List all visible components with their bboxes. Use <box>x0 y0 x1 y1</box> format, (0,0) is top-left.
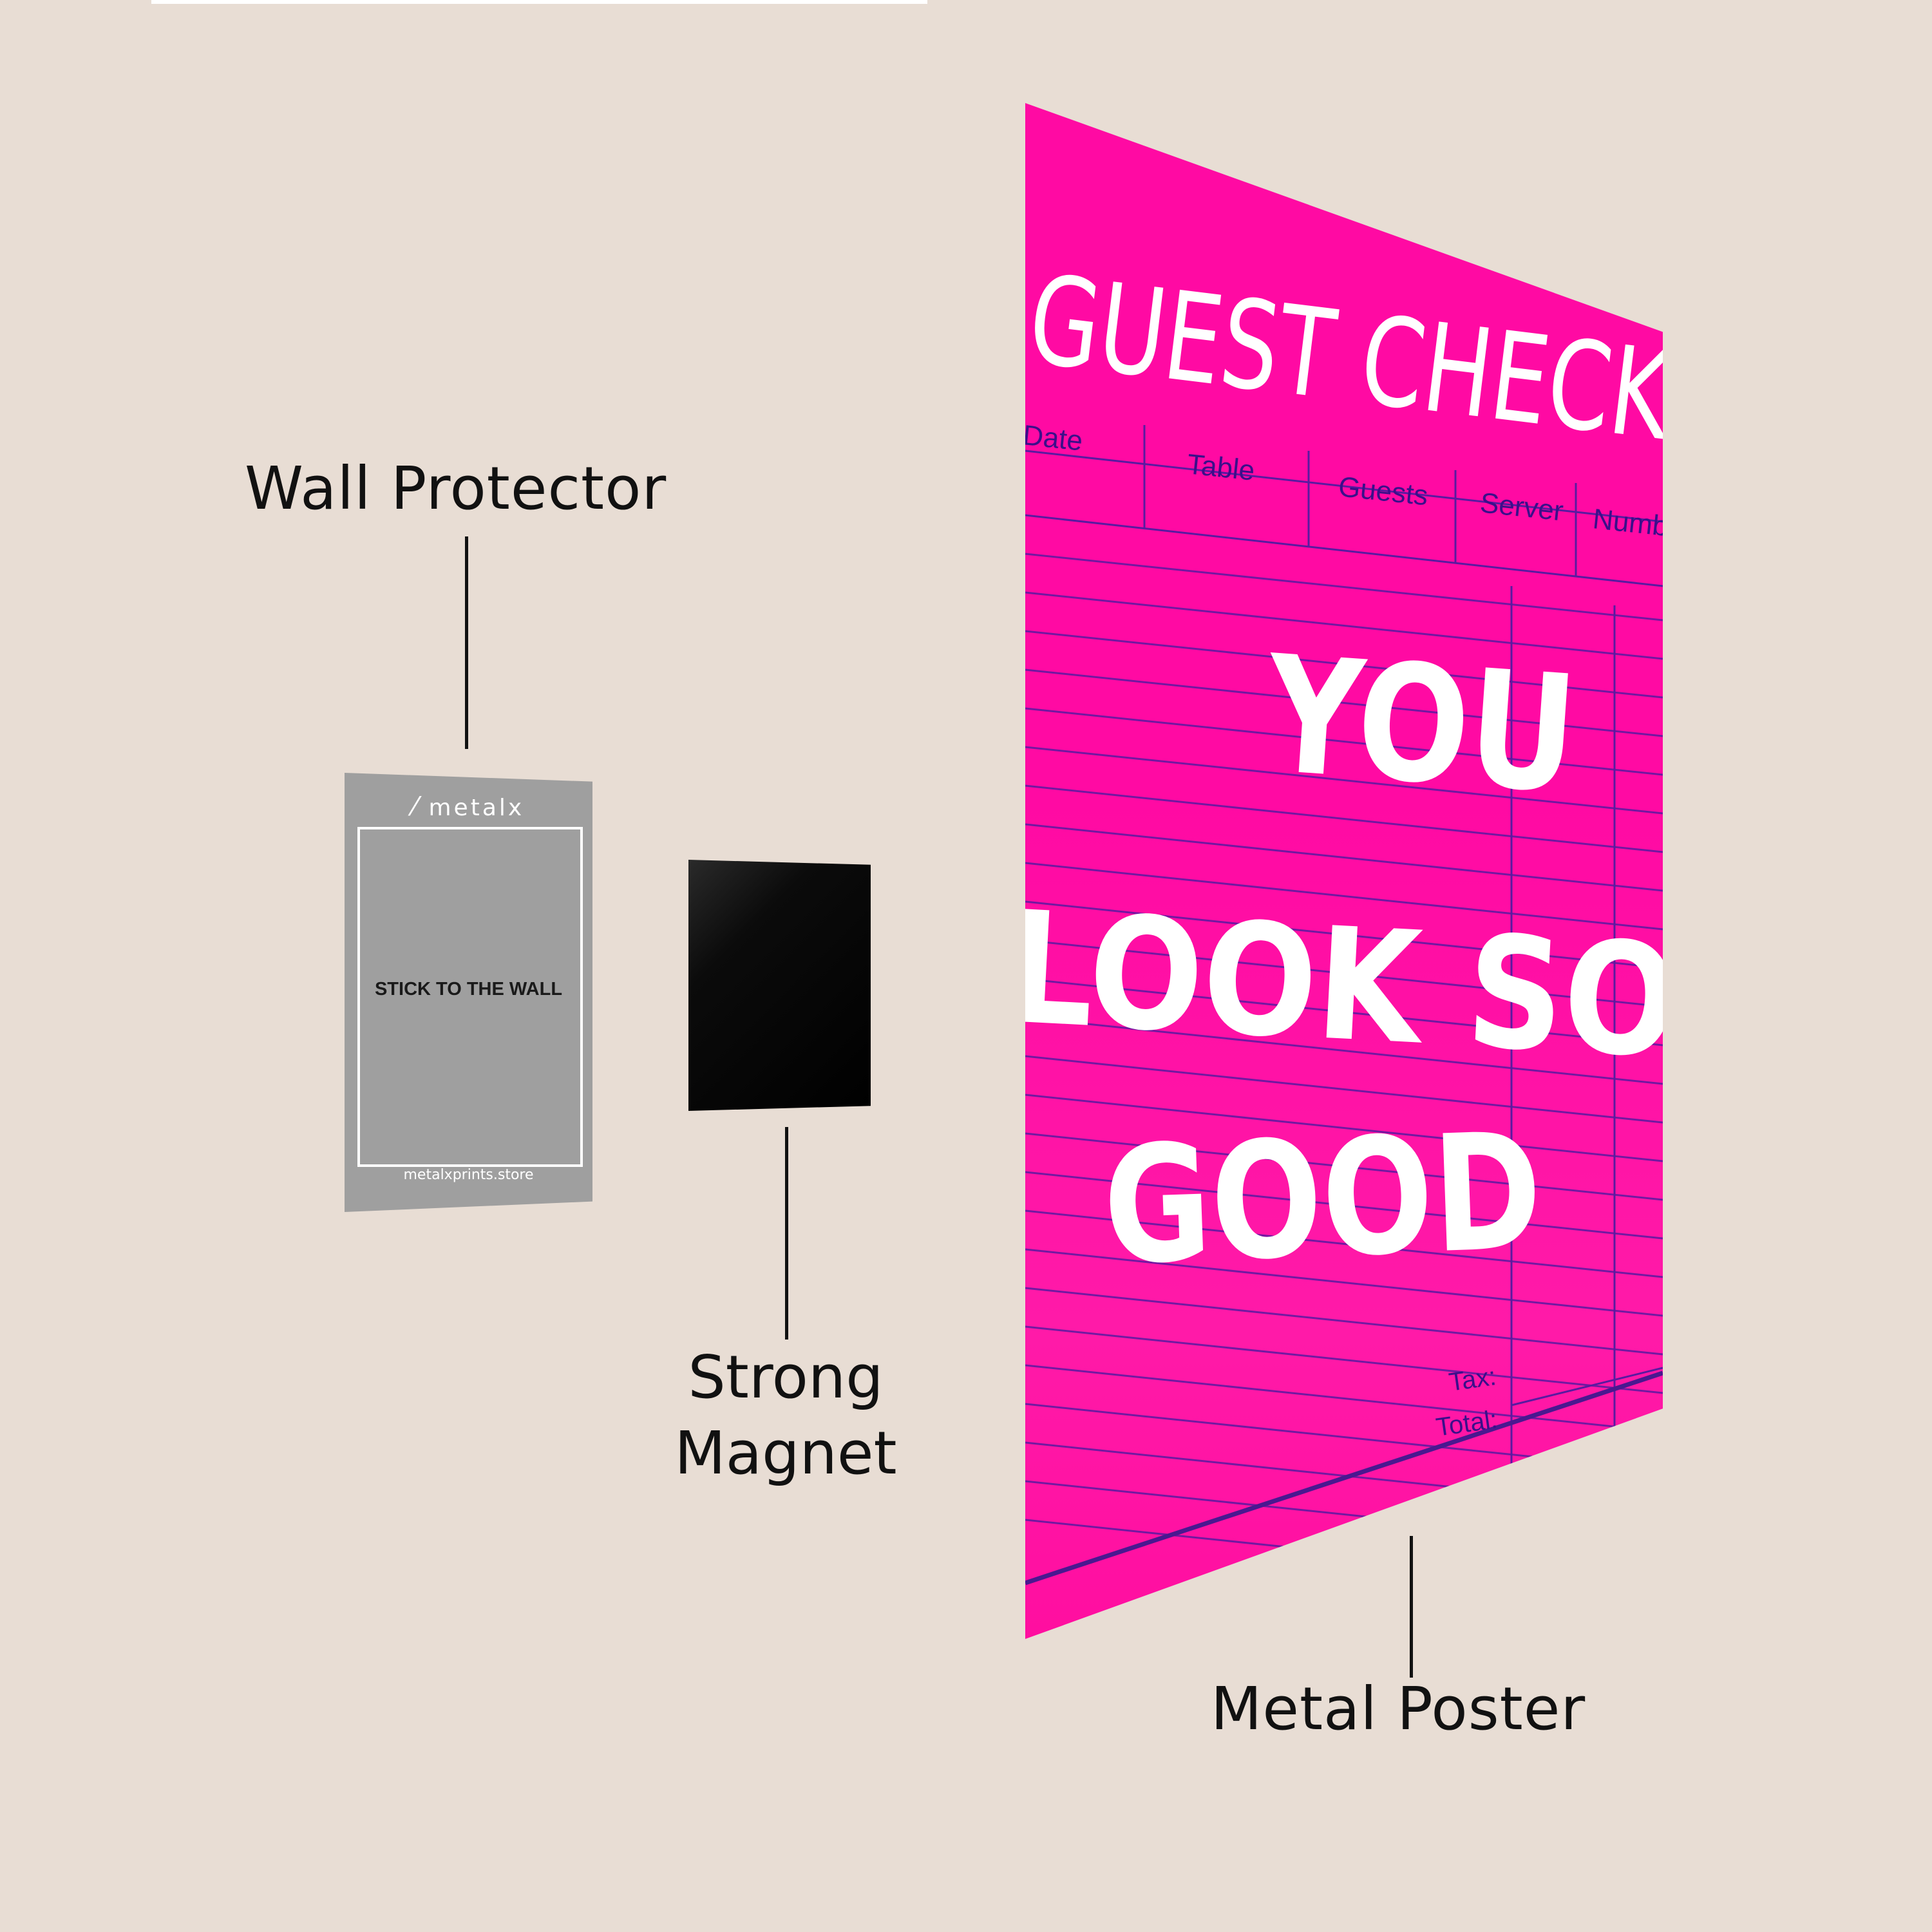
strong-magnet-leader-line <box>785 1127 788 1340</box>
poster-message-line3: GOOD <box>1101 1097 1545 1300</box>
poster-column-table: Table <box>1186 448 1256 487</box>
poster-column-number: Number <box>1591 503 1663 545</box>
poster-tax-label: Tax: <box>1447 1362 1498 1397</box>
poster-message-line2: LOOK SO <box>1025 877 1663 1092</box>
metal-poster-callout: Metal Poster <box>1211 1674 1586 1743</box>
metalx-logo-icon: ⁄ <box>412 792 420 822</box>
poster-header-row-lines <box>1025 425 1663 1507</box>
top-edge-strip <box>151 0 927 4</box>
poster-title: GUEST CHECK <box>1025 248 1663 468</box>
poster-total-rule <box>1025 1370 1663 1586</box>
strong-magnet-callout-line1: Strong <box>688 1343 884 1412</box>
protector-label: STICK TO THE WALL <box>374 979 563 999</box>
protector-url: metalxprints.store <box>403 1167 534 1183</box>
poster-column-guests: Guests <box>1337 471 1430 511</box>
strong-magnet-callout: Strong Magnet <box>618 1340 953 1492</box>
strong-magnet-callout-line2: Magnet <box>674 1419 897 1488</box>
metal-poster-leader-line <box>1410 1536 1413 1678</box>
poster-column-date: Date <box>1025 419 1084 457</box>
poster-ruled-lines <box>1025 553 1663 1587</box>
poster-total-label: Total: <box>1434 1405 1499 1442</box>
metal-poster: GUEST CHECK Date Table Guests Server Num… <box>1025 103 1663 1639</box>
strong-magnet <box>688 860 871 1111</box>
wall-protector-callout: Wall Protector <box>245 454 667 523</box>
wall-protector-leader-line <box>465 536 468 749</box>
poster-column-headers: Date Table Guests Server Number <box>1025 419 1663 545</box>
protector-brand: ⁄ metalx <box>345 792 592 822</box>
poster-message: YOU LOOK SO GOOD <box>1025 620 1663 1300</box>
protector-brand-text: metalx <box>428 795 525 821</box>
wall-protector-plate: ⁄ metalx STICK TO THE WALL metalxprints.s… <box>345 773 592 1212</box>
protector-frame <box>357 827 583 1167</box>
poster-column-server: Server <box>1479 487 1565 527</box>
poster-message-line1: YOU <box>1259 620 1582 829</box>
poster-tax-rule <box>1511 1367 1663 1406</box>
